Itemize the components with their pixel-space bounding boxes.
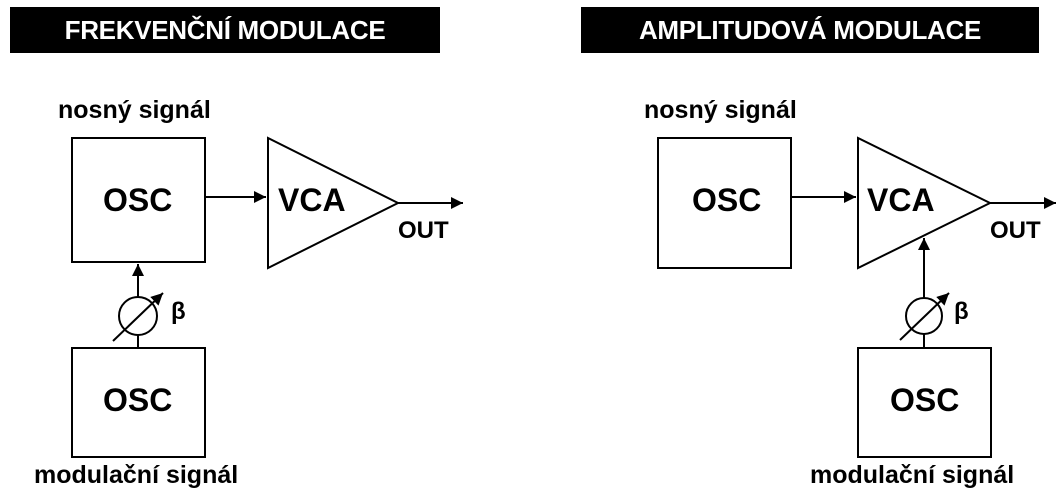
fm-diagram (71, 136, 463, 458)
am-beta-label: β (954, 298, 969, 325)
am-out-label: OUT (990, 217, 1041, 244)
fm-title-banner: FREKVENČNÍ MODULACE (10, 7, 440, 53)
fm-mod-osc-box (71, 347, 206, 458)
fm-out-label: OUT (398, 217, 449, 244)
fm-beta-label: β (171, 298, 186, 325)
am-carrier-osc-box (657, 137, 792, 269)
fm-vca-triangle (267, 136, 401, 270)
fm-depth-arrow (112, 292, 164, 342)
am-mod-label: modulační signál (810, 461, 1015, 489)
fm-carrier-osc-box (71, 137, 206, 263)
am-diagram (657, 136, 1056, 458)
fm-carrier-label: nosný signál (58, 96, 211, 124)
fm-carrier-osc-label: OSC (103, 182, 173, 218)
fm-vca-label: VCA (278, 182, 346, 218)
am-depth-arrow (899, 292, 950, 341)
am-carrier-label: nosný signál (644, 96, 797, 124)
am-title: AMPLITUDOVÁ MODULACE (638, 14, 982, 45)
am-title-banner: AMPLITUDOVÁ MODULACE (581, 7, 1039, 53)
am-mod-osc-label: OSC (890, 382, 960, 418)
am-carrier-osc-label: OSC (692, 182, 762, 218)
fm-title: FREKVENČNÍ MODULACE (64, 14, 386, 45)
am-mod-osc-box (857, 347, 992, 458)
fm-mod-osc-label: OSC (103, 382, 173, 418)
am-vca-triangle (857, 136, 993, 270)
fm-mod-label: modulační signál (34, 461, 239, 489)
am-vca-label: VCA (867, 182, 935, 218)
